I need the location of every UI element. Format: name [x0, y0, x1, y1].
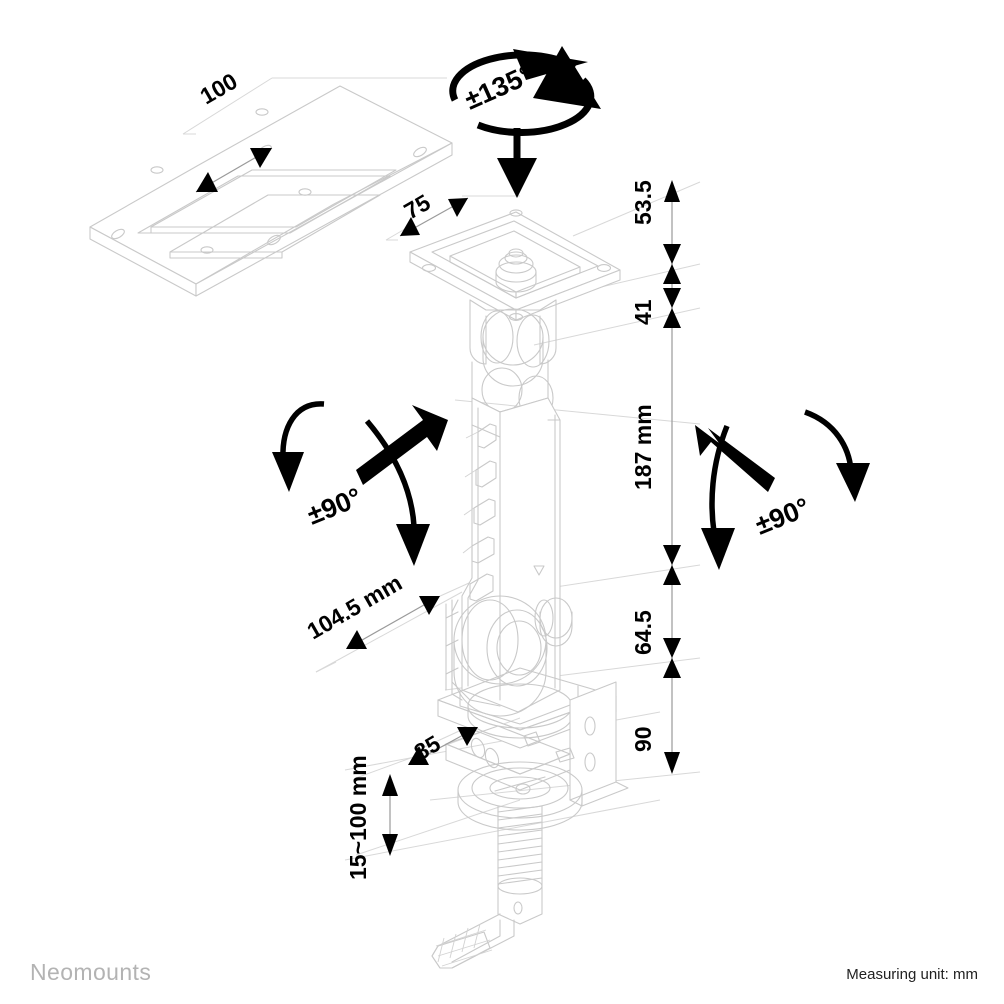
dimension-vertical-chain: 53.5 41 187 mm 64.5 90 — [630, 180, 681, 774]
dimension-label-15-100: 15~100 mm — [345, 755, 371, 880]
footer: Neomounts Measuring unit: mm — [0, 942, 1004, 1004]
measuring-unit-note: Measuring unit: mm — [846, 966, 978, 983]
dimension-reach: 104.5 mm — [303, 569, 440, 649]
dimension-label-90: 90 — [630, 726, 656, 752]
vesa-plate-detached — [89, 85, 453, 297]
tilt-indicator-left: ±90° — [272, 401, 448, 566]
dimension-label-53-5: 53.5 — [630, 180, 656, 225]
tilt-indicator-right: ±90° — [695, 409, 870, 570]
dimension-label-41: 41 — [630, 299, 656, 325]
dimension-label-187: 187 mm — [630, 404, 656, 490]
head-plate — [409, 209, 621, 321]
tilt-label-right: ±90° — [751, 492, 814, 541]
dimension-head-plate-width: 75 — [400, 189, 469, 237]
product-illustration — [89, 85, 629, 969]
clamp-bracket — [431, 667, 629, 969]
dimension-label-64-5: 64.5 — [630, 610, 656, 655]
dimension-label-100: 100 — [196, 68, 242, 110]
main-column — [445, 397, 561, 713]
dimension-label-104-5: 104.5 mm — [303, 569, 407, 644]
brand-logo-text: Neomounts — [30, 959, 152, 985]
rotation-indicator-top: ±135° — [449, 46, 601, 198]
dimension-clamp-range: 15~100 mm — [345, 755, 398, 880]
tilt-label-left: ±90° — [303, 482, 366, 531]
